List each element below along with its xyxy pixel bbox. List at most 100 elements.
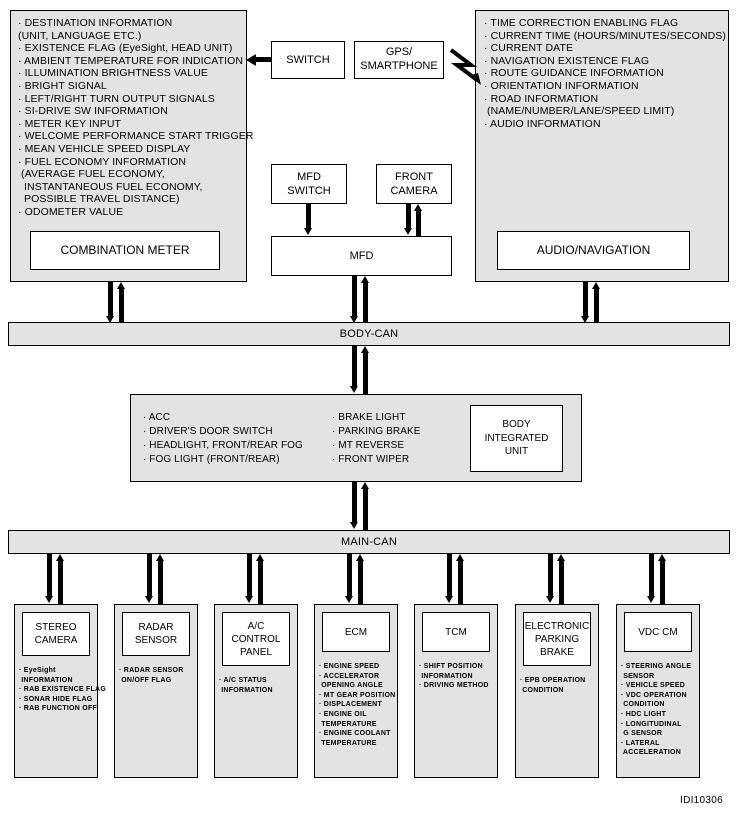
mfd-switch-box: MFD SWITCH [271,164,347,204]
signal-line: · LONGITUDINAL [621,720,682,728]
signal-line: · SONAR HIDE FLAG [19,695,93,703]
biu-label-line2: INTEGRATED [484,432,549,444]
signal-line: · ODOMETER VALUE [18,205,124,218]
signal-line: TEMPERATURE [319,739,377,747]
signal-line: · AMBIENT TEMPERATURE FOR INDICATION [18,54,244,67]
front-camera-label-line2: CAMERA [390,185,438,197]
signal-line: · PARKING BRAKE [332,426,421,437]
signal-line: TEMPERATURE [319,720,377,728]
electronic-parking-brake-label-line: BRAKE [540,646,574,658]
signal-line: · AUDIO INFORMATION [484,117,601,130]
signal-line: INFORMATION [219,686,273,694]
switch-label: SWITCH [286,53,330,66]
electronic-parking-brake-label-line: ELECTRONIC [524,620,590,632]
biu-label-line3: UNIT [504,446,529,458]
biu-label-line1: BODY [502,419,531,431]
signal-line: · CURRENT DATE [484,42,574,55]
signal-line: CONDITION [520,686,564,694]
signal-line: G SENSOR [621,730,663,738]
signal-line: · MT GEAR POSITION [319,691,396,699]
body-can-bus: BODY-CAN [8,322,730,346]
signal-line: CONDITION [621,701,665,709]
combination-meter-signal-list: · DESTINATION INFORMATION(UNIT, LANGUAGE… [18,17,254,219]
radar-sensor-signal-list: · RADAR SENSOR ON/OFF FLAG [119,666,195,685]
audio-navigation-label: AUDIO/NAVIGATION [536,242,651,257]
signal-line: · DESTINATION INFORMATION [18,17,173,29]
signal-line: · ORIENTATION INFORMATION [484,79,639,92]
signal-line: (NAME/NUMBER/LANE/SPEED LIMIT) [484,105,675,118]
signal-line: · TIME CORRECTION ENABLING FLAG [484,17,679,29]
signal-line: · EXISTENCE FLAG (EyeSight, HEAD UNIT) [18,42,233,55]
signal-line: · RADAR SENSOR [119,667,184,674]
main-can-bus: MAIN-CAN [8,530,730,554]
signal-line: OPENING ANGLE [319,682,383,690]
signal-line: ON/OFF FLAG [119,676,172,684]
ac-control-panel-signal-list: · A/C STATUS INFORMATION [219,676,295,695]
signal-line: · ACCELERATOR [319,672,380,680]
signal-line: · FOG LIGHT (FRONT/REAR) [143,454,280,465]
signal-line: · MT REVERSE [332,440,405,451]
ecm-label-line: ECM [344,626,368,638]
signal-line: · MEAN VEHICLE SPEED DISPLAY [18,142,191,155]
figure-id-code: IDI10306 [680,795,723,806]
signal-line: · EyeSight [19,667,56,674]
switch-box: SWITCH [271,41,345,79]
radar-sensor-label-line: RADAR [138,622,174,633]
vdc-cm-signal-list: · STEERING ANGLE SENSOR· VEHICLE SPEED· … [621,662,697,758]
combination-meter-label: COMBINATION METER [60,242,190,257]
biu-signal-list-right: · BRAKE LIGHT · PARKING BRAKE · MT REVERSE… [332,411,472,467]
signal-line: · FRONT WIPER [332,454,410,465]
signal-line: (AVERAGE FUEL ECONOMY, [18,168,165,181]
electronic-parking-brake-label-line: PARKING [534,633,580,645]
signal-line: · STEERING ANGLE [621,663,692,670]
wireless-link-icon [449,48,481,85]
signal-line: · VDC OPERATION [621,691,687,699]
tcm-box: TCM [422,612,490,652]
signal-line: · VEHICLE SPEED [621,682,686,690]
signal-line: · ROAD INFORMATION [484,92,599,105]
signal-line: · BRAKE LIGHT [332,412,406,423]
signal-line: INFORMATION [419,672,473,680]
audio-navigation-signal-list: · TIME CORRECTION ENABLING FLAG · CURRENT… [484,17,728,130]
tcm-signal-list: · SHIFT POSITION INFORMATION · DRIVING ME… [419,662,495,691]
mfd-switch-label-line2: SWITCH [287,185,331,197]
signal-line: INSTANTANEOUS FUEL ECONOMY, [18,180,203,193]
gps-smartphone-label-line1: GPS/ [385,46,413,59]
biu-signal-list-left: · ACC· DRIVER'S DOOR SWITCH· HEADLIGHT, … [143,411,333,467]
mfd-switch-label-line1: MFD [297,170,321,183]
gps-smartphone-label-line2: SMARTPHONE [360,60,438,72]
signal-line: · LEFT/RIGHT TURN OUTPUT SIGNALS [18,92,215,105]
body-can-label: BODY-CAN [339,328,399,340]
signal-line: · A/C STATUS [219,677,267,684]
front-camera-label-line1: FRONT [395,170,433,183]
signal-line: · SHIFT POSITION [419,663,483,670]
ecm-signal-list: · ENGINE SPEED · ACCELERATOR OPENING ANGL… [319,662,395,748]
main-can-label: MAIN-CAN [341,536,397,548]
signal-line: · ROUTE GUIDANCE INFORMATION [484,67,664,80]
audio-navigation-box: AUDIO/NAVIGATION [497,231,690,270]
combination-meter-box: COMBINATION METER [30,231,220,270]
front-camera-box: FRONT CAMERA [376,164,452,204]
stereo-camera-label-line: CAMERA [34,635,78,646]
signal-line: · ILLUMINATION BRIGHTNESS VALUE [18,67,208,80]
signal-line: · ENGINE OIL [319,710,367,718]
vdc-cm-label-line: VDC CM [638,626,678,638]
signal-line: · EPB OPERATION [520,677,586,684]
ecm-box: ECM [322,612,390,652]
mfd-label: MFD [349,249,374,262]
signal-line: SENSOR [621,672,655,680]
signal-line: · LATERAL [621,739,660,747]
signal-line: · WELCOME PERFORMANCE START TRIGGER [18,130,254,143]
signal-line: · DRIVING METHOD [419,682,489,690]
signal-line: ACCELERATION [621,749,682,757]
electronic-parking-brake-signal-list: · EPB OPERATION CONDITION [520,676,596,695]
signal-line: · SI-DRIVE SW INFORMATION [18,105,168,118]
signal-line: · ENGINE SPEED [319,663,380,670]
stereo-camera-signal-list: · EyeSight INFORMATION· RAB EXISTENCE FL… [19,666,106,714]
signal-line: · FUEL ECONOMY INFORMATION [18,155,187,168]
